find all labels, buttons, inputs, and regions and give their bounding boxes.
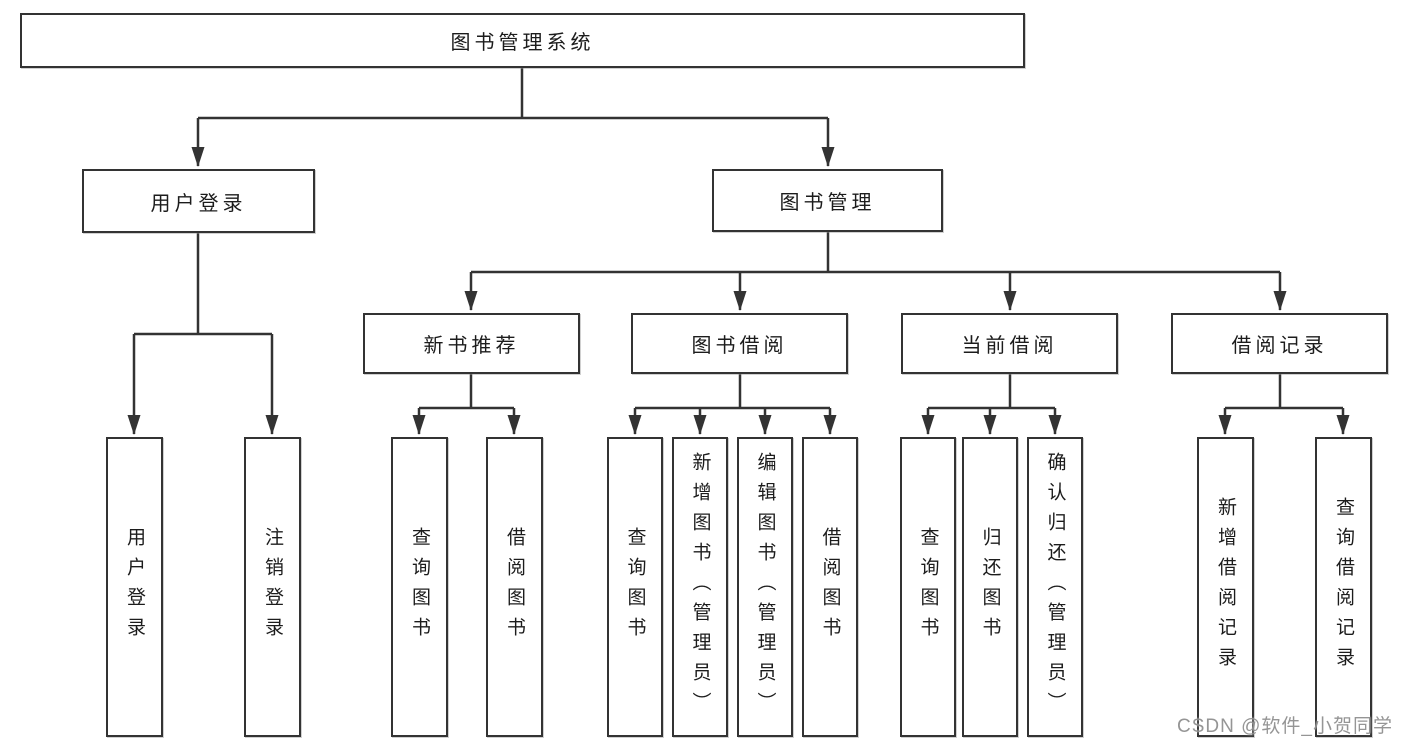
node-borrow-books-borrow: 借阅图书 [802,437,858,737]
node-edit-book-admin: 编辑图书（管理员） [737,437,793,737]
node-label: 归还图书 [979,527,1001,647]
node-label: 用户登录 [150,192,247,215]
node-add-book-admin: 新增图书（管理员） [672,437,728,737]
node-label: 新增图书（管理员） [689,452,711,722]
node-query-books-current: 查询图书 [900,437,956,737]
node-confirm-return-admin: 确认归还（管理员） [1027,437,1083,737]
node-label: 确认归还（管理员） [1044,452,1066,722]
node-return-book: 归还图书 [962,437,1018,737]
node-label: 新增借阅记录 [1215,497,1236,677]
node-label: 当前借阅 [961,335,1058,357]
node-label: 借阅图书 [819,527,841,647]
node-library-system: 图书管理系统 [20,13,1025,68]
node-query-books-newrec: 查询图书 [391,437,448,737]
node-current-borrowing: 当前借阅 [901,313,1118,374]
node-borrow-books-newrec: 借阅图书 [486,437,543,737]
node-label: 图书管理 [779,192,876,214]
node-query-borrow-record: 查询借阅记录 [1315,437,1372,737]
node-label: 借阅图书 [504,527,525,647]
node-add-borrow-record: 新增借阅记录 [1197,437,1254,737]
node-label: 注销登录 [262,527,283,647]
node-book-management: 图书管理 [712,169,943,232]
node-logout-leaf: 注销登录 [244,437,301,737]
node-label: 借阅记录 [1231,335,1328,357]
node-new-book-recommendation: 新书推荐 [363,313,580,374]
node-label: 编辑图书（管理员） [754,452,776,722]
node-label: 用户登录 [124,527,145,647]
node-label: 查询图书 [624,527,646,647]
node-borrowing-records: 借阅记录 [1171,313,1388,374]
node-label: 查询借阅记录 [1333,497,1354,677]
node-book-borrowing: 图书借阅 [631,313,848,374]
node-user-login-leaf: 用户登录 [106,437,163,737]
node-label: 新书推荐 [423,335,520,357]
node-label: 查询图书 [917,527,939,647]
node-label: 图书借阅 [691,335,788,357]
node-user-login: 用户登录 [82,169,315,233]
node-label: 查询图书 [409,527,430,647]
node-query-books-borrow: 查询图书 [607,437,663,737]
node-label: 图书管理系统 [450,32,595,54]
watermark-text: CSDN @软件_小贺同学 [1177,716,1393,737]
